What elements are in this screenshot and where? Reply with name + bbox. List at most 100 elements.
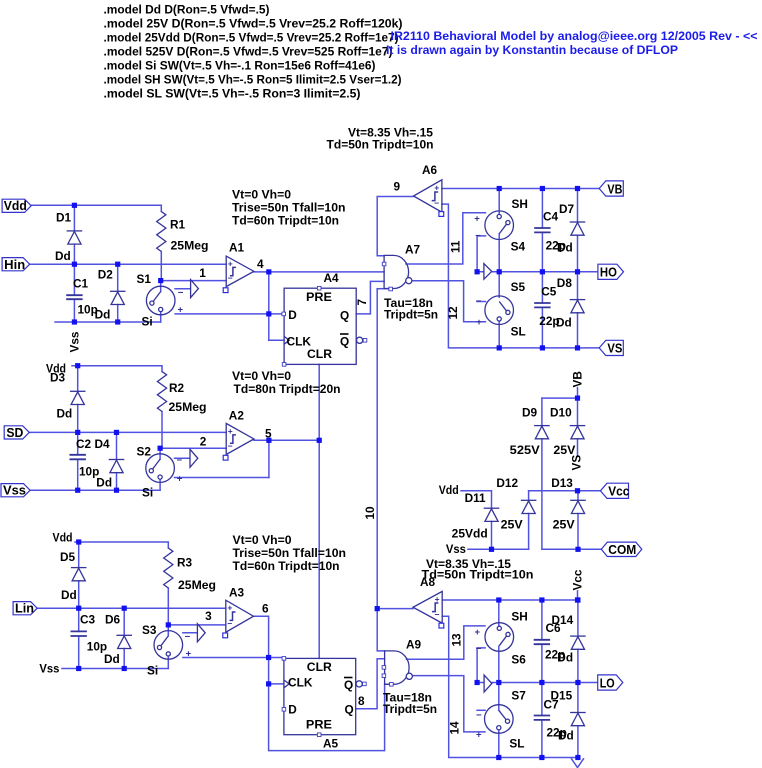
svg-text:11: 11 — [448, 240, 462, 253]
svg-text:Vcc: Vcc — [571, 569, 585, 590]
svg-text:+: + — [435, 594, 440, 604]
svg-text:525V: 525V — [510, 443, 540, 457]
svg-text:+: + — [228, 259, 233, 269]
svg-text:+: + — [474, 213, 480, 224]
svg-text:C6: C6 — [546, 621, 562, 635]
svg-text:+: + — [178, 304, 184, 315]
svg-text:25Vdd: 25Vdd — [452, 527, 488, 541]
svg-text:A4: A4 — [324, 271, 340, 285]
svg-text:8: 8 — [358, 694, 365, 708]
svg-text:−: − — [227, 619, 232, 629]
svg-text:Tau=18n: Tau=18n — [383, 691, 432, 705]
svg-text:−: − — [476, 710, 482, 721]
svg-text:.model 25Vdd D(Ron=.5 Vfwd=.5: .model 25Vdd D(Ron=.5 Vfwd=.5 Vrev=25.2 … — [104, 31, 399, 45]
svg-text:IR2110 Behavioral Model by ana: IR2110 Behavioral Model by analog@ieee.o… — [391, 29, 758, 43]
svg-text:−: − — [435, 610, 440, 620]
svg-text:C2: C2 — [76, 437, 92, 451]
svg-text:It is drawn again by Konstanti: It is drawn again by Konstantin because … — [386, 43, 678, 57]
svg-text:A5: A5 — [323, 737, 339, 751]
svg-text:D6: D6 — [105, 613, 121, 627]
svg-text:.model SL SW(Vt=.5 Vh=-.5 Ron=: .model SL SW(Vt=.5 Vh=-.5 Ron=3 Ilimit=2… — [104, 87, 361, 101]
svg-text:22p: 22p — [546, 239, 566, 253]
svg-text:.model Si SW(Vt=.5 Vh=-.1 Ron=: .model Si SW(Vt=.5 Vh=-.1 Ron=15e6 Roff=… — [104, 59, 376, 73]
svg-text:13: 13 — [449, 633, 463, 647]
svg-text:Vdd: Vdd — [439, 483, 459, 497]
svg-text:Vt=0 Vh=0: Vt=0 Vh=0 — [233, 533, 292, 547]
svg-text:S2: S2 — [137, 445, 152, 459]
svg-text:S1: S1 — [137, 272, 152, 286]
svg-text:+: + — [228, 426, 233, 436]
svg-text:D2: D2 — [98, 268, 114, 282]
svg-text:D13: D13 — [551, 476, 573, 490]
svg-text:Vdd: Vdd — [46, 362, 66, 376]
svg-text:SH: SH — [511, 610, 527, 624]
svg-text:COM: COM — [608, 542, 636, 557]
svg-text:A7: A7 — [405, 243, 421, 257]
svg-text:Dd: Dd — [104, 652, 120, 666]
svg-text:D15: D15 — [551, 689, 573, 703]
svg-text:−: − — [185, 631, 191, 642]
svg-text:C7: C7 — [544, 698, 560, 712]
svg-text:+: + — [475, 627, 481, 638]
svg-text:Dd: Dd — [558, 729, 574, 743]
svg-text:CLK: CLK — [288, 676, 313, 690]
svg-text:+: + — [434, 183, 439, 193]
svg-text:Q: Q — [340, 335, 349, 349]
svg-text:Dd: Dd — [557, 241, 573, 255]
svg-text:1: 1 — [199, 266, 206, 280]
svg-text:R2: R2 — [169, 381, 185, 395]
svg-text:25Meg: 25Meg — [178, 578, 216, 592]
svg-text:Si: Si — [142, 315, 153, 329]
svg-text:Dd: Dd — [55, 249, 71, 263]
svg-text:Trise=50n Tfall=10n: Trise=50n Tfall=10n — [232, 201, 346, 215]
svg-text:−: − — [476, 644, 482, 655]
svg-text:25V: 25V — [553, 518, 575, 532]
svg-text:−: − — [475, 230, 481, 241]
svg-text:.model 525V D(Ron=.5 Vfwd=.5 V: .model 525V D(Ron=.5 Vfwd=.5 Vrev=525 Ro… — [104, 45, 393, 59]
svg-text:D9: D9 — [522, 406, 538, 420]
svg-text:D8: D8 — [557, 276, 573, 290]
svg-text:Lin: Lin — [15, 601, 34, 616]
svg-text:SL: SL — [511, 325, 526, 339]
svg-text:−: − — [228, 441, 233, 451]
svg-text:D12: D12 — [496, 476, 518, 490]
svg-text:Dd: Dd — [57, 407, 73, 421]
svg-text:VS: VS — [607, 341, 622, 356]
svg-text:LO: LO — [600, 675, 615, 690]
svg-text:Tau=18n: Tau=18n — [384, 296, 433, 310]
svg-text:3: 3 — [205, 609, 212, 623]
svg-text:+: + — [476, 317, 482, 328]
svg-text:Dd: Dd — [556, 316, 572, 330]
svg-text:Q: Q — [345, 703, 354, 717]
svg-text:A8: A8 — [420, 575, 436, 589]
svg-text:Vt=0 Vh=0: Vt=0 Vh=0 — [232, 369, 291, 383]
svg-text:−: − — [476, 296, 482, 307]
svg-text:S6: S6 — [511, 653, 526, 667]
svg-text:A2: A2 — [229, 409, 245, 423]
svg-text:22p: 22p — [547, 726, 567, 740]
svg-text:Vt=8.35 Vh=.15: Vt=8.35 Vh=.15 — [426, 557, 511, 571]
svg-text:+: + — [177, 473, 183, 484]
svg-text:Dd: Dd — [61, 588, 77, 602]
svg-text:25V: 25V — [553, 443, 575, 457]
svg-text:D11: D11 — [465, 491, 486, 505]
svg-text:10: 10 — [363, 506, 377, 520]
svg-text:S7: S7 — [511, 689, 526, 703]
svg-text:+: + — [227, 603, 232, 613]
svg-text:+: + — [476, 729, 482, 740]
svg-text:Q: Q — [340, 309, 349, 323]
svg-text:7: 7 — [355, 299, 369, 306]
svg-text:+: + — [186, 649, 192, 660]
svg-text:Trise=50n Tfall=10n: Trise=50n Tfall=10n — [233, 546, 347, 560]
svg-text:Vss: Vss — [446, 542, 466, 556]
svg-text:Tripdt=5n: Tripdt=5n — [384, 308, 438, 322]
svg-text:Td=80n Tripdt=20n: Td=80n Tripdt=20n — [234, 382, 341, 396]
svg-text:CLK: CLK — [287, 335, 312, 349]
svg-text:VB: VB — [571, 371, 585, 387]
svg-text:−: − — [434, 198, 439, 208]
svg-text:D: D — [288, 308, 297, 322]
svg-text:R1: R1 — [170, 218, 186, 232]
svg-text:A9: A9 — [406, 638, 422, 652]
svg-text:Vss: Vss — [68, 331, 82, 352]
svg-text:R3: R3 — [177, 556, 193, 570]
